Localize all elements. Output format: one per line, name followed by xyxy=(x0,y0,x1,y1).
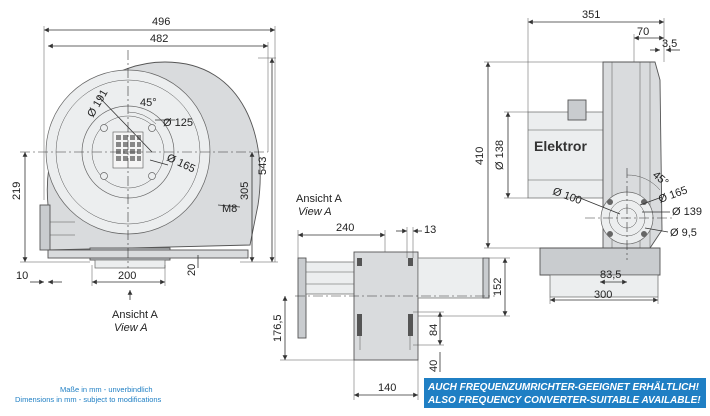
dim-83-5: 83,5 xyxy=(600,269,621,281)
dim-496: 496 xyxy=(152,16,170,28)
brand-label: Elektror xyxy=(534,138,587,154)
dim-410: 410 xyxy=(474,147,486,165)
mid-view-label: Ansicht A xyxy=(296,193,343,205)
dim-dia-139: Ø 139 xyxy=(672,206,702,218)
dim-482: 482 xyxy=(150,33,168,45)
mid-view xyxy=(280,227,510,400)
dim-200: 200 xyxy=(118,270,136,282)
banner-line-1: AUCH FREQUENZUMRICHTER-GEEIGNET ERHÄLTLI… xyxy=(427,380,700,393)
dim-300: 300 xyxy=(594,289,612,301)
dim-351: 351 xyxy=(582,9,600,21)
banner-line-2: ALSO FREQUENCY CONVERTER-SUITABLE AVAILA… xyxy=(427,395,701,406)
bolt-m8: M8 xyxy=(222,203,237,215)
dim-140: 140 xyxy=(378,382,396,394)
dim-dia-138: Ø 138 xyxy=(494,140,506,170)
mid-view-label-en: View A xyxy=(298,206,332,218)
dim-84: 84 xyxy=(428,324,440,336)
dim-152: 152 xyxy=(492,278,504,296)
dim-dia-9-5: Ø 9,5 xyxy=(670,227,697,239)
front-view xyxy=(20,26,278,300)
front-view-label-en: View A xyxy=(114,322,148,334)
note-line-1: Maße in mm - unverbindlich xyxy=(60,385,153,394)
dim-dia-125: Ø 125 xyxy=(163,117,193,129)
dim-angle-45: 45° xyxy=(140,97,157,109)
dim-543: 543 xyxy=(257,157,269,175)
dim-219: 219 xyxy=(11,182,23,200)
dim-176-5: 176,5 xyxy=(272,314,284,342)
dim-3-5: 3,5 xyxy=(662,38,677,50)
dim-20: 20 xyxy=(186,264,198,276)
note-line-2: Dimensions in mm - subject to modificati… xyxy=(15,395,162,404)
dim-13: 13 xyxy=(424,224,436,236)
dim-10: 10 xyxy=(16,270,28,282)
side-view xyxy=(484,18,680,304)
dim-240: 240 xyxy=(336,222,354,234)
frequency-banner: AUCH FREQUENZUMRICHTER-GEEIGNET ERHÄLTLI… xyxy=(424,378,706,408)
dim-70: 70 xyxy=(637,26,649,38)
dim-305: 305 xyxy=(239,182,251,200)
front-view-label: Ansicht A xyxy=(112,309,159,321)
dim-40: 40 xyxy=(428,360,440,372)
